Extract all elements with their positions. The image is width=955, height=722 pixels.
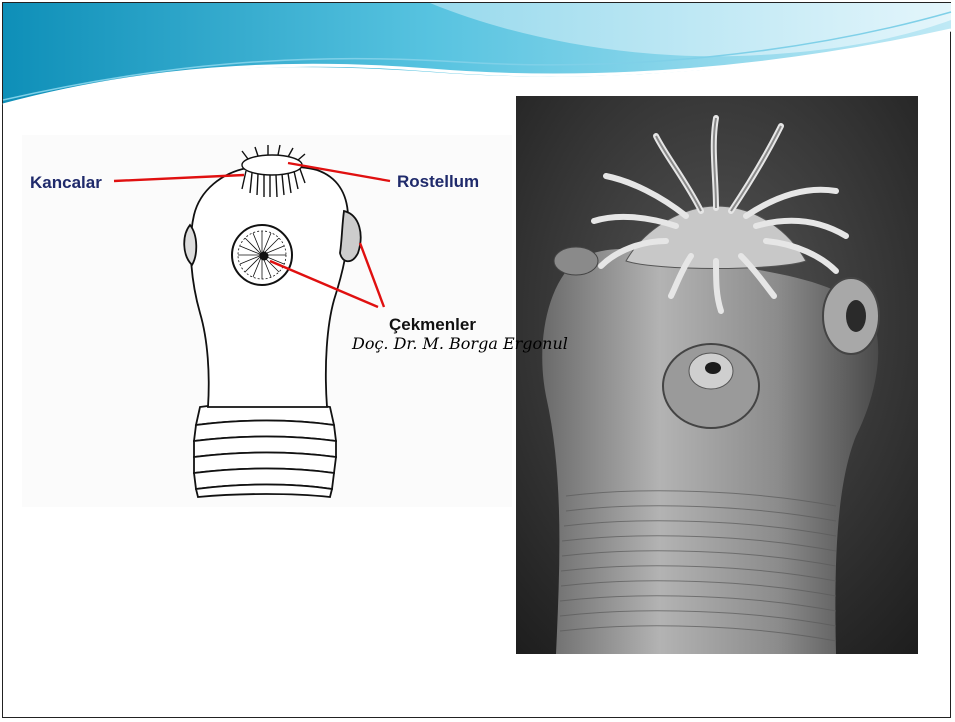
label-rostellum: Rostellum <box>397 173 479 190</box>
author-credit: Doç. Dr. M. Borga Ergonul <box>352 334 568 353</box>
strobila-segments <box>194 403 336 498</box>
scolex-outline <box>191 166 349 407</box>
label-hooks: Kancalar <box>30 174 102 191</box>
scolex-sem-photo <box>516 96 918 654</box>
front-sucker <box>232 225 292 285</box>
label-suckers: Çekmenler <box>389 316 476 333</box>
header-swoosh-decoration <box>0 0 955 110</box>
